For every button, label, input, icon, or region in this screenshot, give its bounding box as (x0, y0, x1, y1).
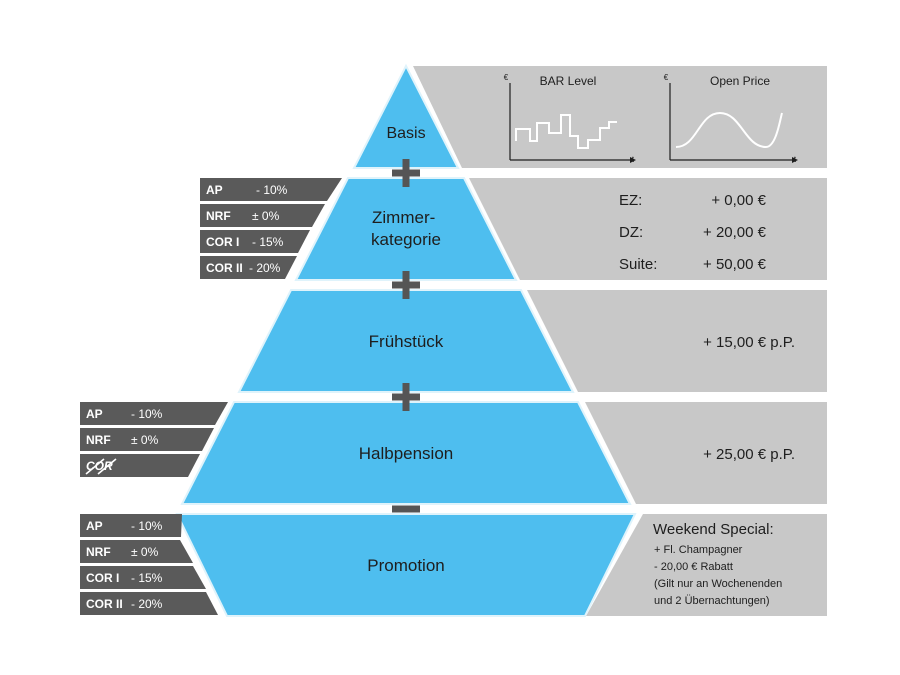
discount-group-zimmerkategorie: AP - 10% NRF ± 0% COR I - 15% COR II - 2… (200, 178, 342, 279)
promotion-title: Weekend Special: (653, 521, 774, 538)
discount-value: - 20% (249, 261, 281, 275)
room-type-dz: DZ: (619, 224, 643, 241)
promotion-details: Weekend Special: + Fl. Champagner - 20,0… (653, 521, 782, 607)
pyramid (175, 63, 637, 617)
strike-through-mark (85, 458, 105, 475)
bar-level-step-line (515, 114, 617, 149)
minus-icon (392, 505, 420, 513)
open-price-x-arrow (792, 157, 798, 163)
discount-code: AP (86, 519, 103, 533)
room-price-ez: + 0,00 € (711, 192, 766, 209)
discount-tag-nrf (200, 204, 325, 227)
discount-tag-cor-i (80, 566, 206, 589)
bar-level-chart: BAR Level € t (504, 73, 636, 164)
discount-code: NRF (86, 545, 111, 559)
breakfast-price: + 15,00 € p.P. (703, 334, 795, 351)
level-fruehstueck (237, 289, 575, 393)
discount-value: ± 0% (131, 433, 159, 447)
level-label-promotion: Promotion (367, 556, 444, 575)
room-price-suite: + 50,00 € (703, 256, 767, 273)
halfboard-price: + 25,00 € p.P. (703, 446, 795, 463)
promotion-line: (Gilt nur an Wochenenden (654, 578, 782, 590)
discount-tag-cor-struck (80, 454, 200, 477)
level-label-basis: Basis (386, 125, 425, 142)
room-panel (469, 178, 827, 280)
discount-value: - 10% (256, 183, 288, 197)
level-label-halbpension: Halbpension (359, 444, 454, 463)
discount-value: - 10% (131, 519, 163, 533)
value-panels (413, 66, 827, 616)
open-price-chart: Open Price € t (664, 73, 798, 164)
discount-tag-ap (80, 514, 182, 537)
discount-value: - 10% (131, 407, 163, 421)
discount-code: COR II (206, 261, 243, 275)
discount-value: - 20% (131, 597, 163, 611)
discount-tag-cor-ii (200, 256, 297, 279)
discount-value: - 15% (252, 235, 284, 249)
level-label-zimmerkategorie: Zimmer- kategorie (371, 208, 441, 249)
discount-value: ± 0% (131, 545, 159, 559)
open-price-title: Open Price (710, 74, 770, 88)
discount-value: ± 0% (252, 209, 280, 223)
plus-icon (392, 159, 420, 187)
promotion-line: und 2 Übernachtungen) (654, 595, 770, 607)
room-type-suite: Suite: (619, 256, 657, 273)
promotion-panel (586, 514, 827, 616)
discount-code: COR I (206, 235, 239, 249)
discount-tag-cor-ii (80, 592, 218, 615)
discount-code: AP (86, 407, 103, 421)
promotion-line: + Fl. Champagner (654, 544, 743, 556)
bar-level-x-arrow (630, 157, 636, 163)
open-price-y-symbol: € (664, 73, 669, 82)
breakfast-panel (527, 290, 827, 392)
discount-code: NRF (206, 209, 231, 223)
level-zimmerkategorie (294, 177, 518, 281)
level-label-fruehstueck: Frühstück (369, 332, 444, 351)
discount-tag-nrf (80, 540, 193, 563)
discount-tag-nrf (80, 428, 214, 451)
promotion-line: - 20,00 € Rabatt (654, 561, 733, 573)
discount-code: AP (206, 183, 223, 197)
plus-icon (392, 271, 420, 299)
discount-group-halbpension: AP - 10% NRF ± 0% COR (80, 402, 228, 477)
discount-tag-cor-i (200, 230, 310, 253)
bar-level-y-symbol: € (504, 73, 509, 82)
level-promotion (175, 513, 637, 617)
strike-through-mark (97, 458, 117, 475)
room-price-dz: + 20,00 € (703, 224, 767, 241)
discount-value: - 15% (131, 571, 163, 585)
discount-code-struck: COR (86, 459, 113, 473)
discount-code: NRF (86, 433, 111, 447)
discount-tag-ap (200, 178, 342, 201)
basis-panel (413, 66, 827, 168)
room-type-ez: EZ: (619, 192, 642, 209)
plus-icon (392, 383, 420, 411)
level-halbpension (180, 401, 632, 505)
discount-code: COR II (86, 597, 123, 611)
halfboard-panel (585, 402, 827, 504)
operators (392, 159, 420, 513)
discount-tag-ap (80, 402, 228, 425)
discount-group-promotion: AP - 10% NRF ± 0% COR I - 15% COR II - 2… (80, 514, 218, 615)
bar-level-title: BAR Level (540, 74, 597, 88)
level-labels: Basis Zimmer- kategorie Frühstück Halbpe… (359, 125, 454, 575)
room-price-list: EZ: + 0,00 € DZ: + 20,00 € Suite: + 50,0… (619, 192, 767, 273)
discount-code: COR I (86, 571, 119, 585)
open-price-wave (675, 111, 783, 149)
